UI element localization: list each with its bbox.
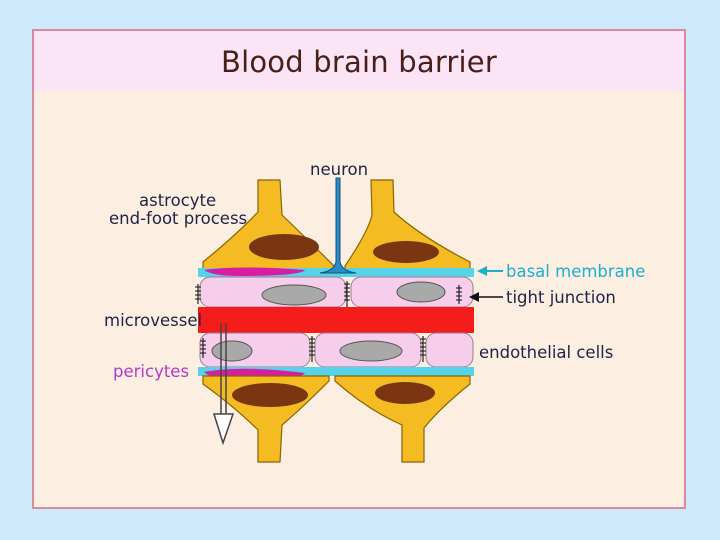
microvessel-label: microvessel xyxy=(104,311,202,330)
astrocyte-nucleus xyxy=(373,241,439,263)
tight-junction xyxy=(309,336,315,362)
neuron-terminal xyxy=(319,177,357,274)
blood-flow-arrow xyxy=(212,323,235,446)
astrocyte-nucleus xyxy=(232,383,308,407)
tight-junction xyxy=(456,285,462,304)
endothelial-nucleus xyxy=(261,284,327,306)
pericytes-label: pericytes xyxy=(113,362,189,381)
endothelial-cells-label: endothelial cells xyxy=(479,343,613,362)
title-bar xyxy=(34,31,684,91)
tight-junction xyxy=(344,281,350,307)
astrocyte-label: astrocyte xyxy=(139,191,216,210)
slide: Blood brain barrier xyxy=(32,29,686,509)
basal-membrane-lower xyxy=(198,367,474,376)
tight-junction-pointer xyxy=(469,292,503,302)
endothelial-nucleus xyxy=(396,281,446,303)
pericyte-upper xyxy=(204,267,305,276)
slide-title: Blood brain barrier xyxy=(221,45,497,79)
tight-junction xyxy=(420,336,426,362)
tight-junction-marks xyxy=(195,281,462,362)
tight-junction-label: tight junction xyxy=(506,288,616,307)
microvessel-lumen xyxy=(198,307,474,333)
tight-junction xyxy=(200,338,206,358)
endothelial-nucleus xyxy=(211,340,253,362)
endothelial-nucleus xyxy=(339,340,403,362)
endothelial-cell xyxy=(425,332,474,368)
astrocyte-endfoot-lower-right xyxy=(334,375,471,463)
basal-membrane-pointer xyxy=(477,266,503,276)
astrocyte-nucleus xyxy=(375,382,435,404)
basal-membrane-label: basal membrane xyxy=(506,262,645,281)
end-foot-process-label: end-foot process xyxy=(109,209,247,228)
tight-junction xyxy=(195,284,201,304)
astrocyte-nucleus xyxy=(249,234,319,260)
neuron-label: neuron xyxy=(310,160,368,179)
